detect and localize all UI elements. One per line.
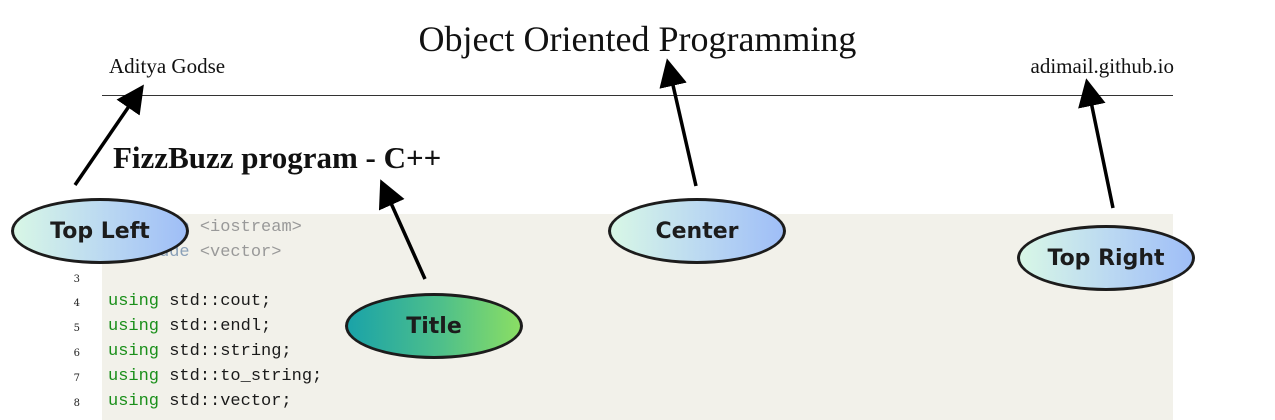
- code-token: using: [108, 292, 160, 312]
- code-line: using std::string;: [108, 340, 322, 365]
- code-token: using: [108, 341, 160, 361]
- arrow-top-left: [73, 84, 144, 186]
- code-token: std::vector;: [159, 391, 292, 411]
- arrow-top-right: [1078, 78, 1115, 209]
- code-token: using: [108, 391, 160, 411]
- page-header-title: Object Oriented Programming: [418, 19, 857, 59]
- code-token: using: [108, 317, 160, 337]
- document-title: FizzBuzz program - C++: [113, 140, 442, 175]
- callout-title: Title: [345, 293, 523, 359]
- line-number: 5: [73, 323, 80, 335]
- code-token: using: [108, 366, 160, 386]
- header-rule: [102, 95, 1173, 96]
- line-number: 8: [73, 397, 80, 409]
- arrow-center: [659, 58, 698, 187]
- code-line: using std::vector;: [108, 390, 322, 415]
- code-line: using std::cout;: [108, 290, 322, 315]
- callout-top-right: Top Right: [1017, 225, 1195, 291]
- code-token: <iostream>: [189, 218, 302, 237]
- header-right-url: adimail.github.io: [1030, 54, 1174, 78]
- header-left-author: Aditya Godse: [109, 54, 226, 78]
- callout-top-left: Top Left: [11, 198, 189, 264]
- code-line: using std::endl;: [108, 315, 322, 340]
- code-line: using std::to_string;: [108, 365, 322, 390]
- code-token: <vector>: [189, 242, 282, 262]
- arrow-title: [378, 179, 427, 280]
- line-number: 4: [73, 298, 80, 310]
- line-number: 7: [73, 372, 80, 384]
- line-number: 3: [73, 273, 80, 285]
- code-token: std::to_string;: [159, 366, 323, 386]
- callout-center: Center: [608, 198, 786, 264]
- line-number: 6: [73, 347, 80, 359]
- code-token: std::string;: [159, 341, 292, 361]
- code-token: std::endl;: [159, 317, 272, 337]
- code-token: std::cout;: [159, 292, 272, 312]
